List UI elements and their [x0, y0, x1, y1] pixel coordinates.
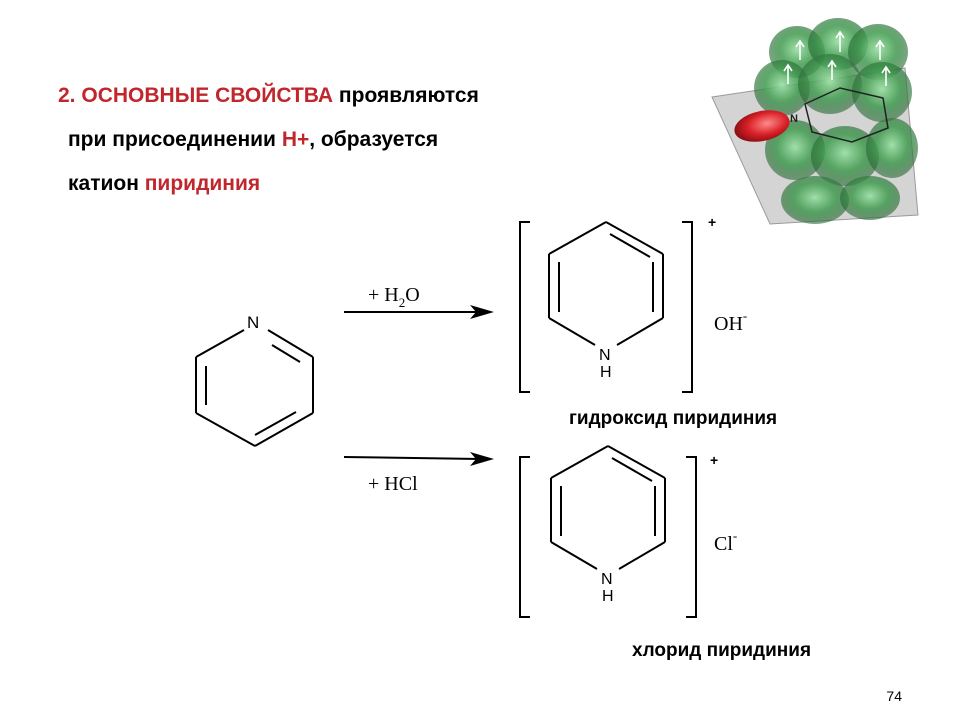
reagent-hcl: + HCl [368, 473, 418, 495]
p-orbital-arrows [783, 30, 891, 86]
slide-number: 74 [886, 688, 902, 704]
ring-outline [804, 87, 889, 143]
heading-line-2: при присоединении Н+, образуется [58, 118, 479, 162]
heading-pyridinium: пиридиния [144, 172, 261, 195]
pyridinium-ring-1 [548, 221, 664, 346]
product-2-nitrogen-label: N [601, 571, 613, 588]
chloride-ion: Cl- [714, 528, 737, 555]
product-1-charge: + [708, 214, 716, 230]
hydroxide-ion: OH- [714, 308, 747, 335]
heading-line-3-start: катион [68, 172, 145, 195]
pyridinium-ring-2 [550, 445, 666, 570]
heading-red-term: ОСНОВНЫЕ СВОЙСТВА [81, 84, 334, 107]
pi-orbital-cloud [754, 18, 918, 224]
reaction-arrow-1 [344, 305, 494, 319]
pyridine-reactant [195, 329, 314, 447]
lone-pair-orbital [734, 110, 790, 142]
product-2-hydrogen-label: H [602, 588, 614, 605]
heading-proton: Н+ [281, 128, 310, 151]
heading-line-1-rest: проявляются [333, 84, 479, 107]
heading-line-3: катион пиридиния [58, 162, 479, 206]
reaction-arrow-2 [343, 452, 494, 466]
heading-line-2-end: , образуется [309, 128, 439, 151]
illustration-nitrogen-label: N [790, 113, 798, 125]
product-1-hydrogen-label: H [600, 364, 612, 381]
product-1-name: гидроксид пиридиния [569, 408, 778, 429]
reactant-nitrogen-label: N [247, 313, 259, 332]
product-2-name: хлорид пиридиния [632, 640, 812, 661]
heading-line-2-start: при присоединении [68, 128, 282, 151]
product-2-charge: + [710, 452, 718, 468]
product-1-bracket [519, 221, 693, 393]
reagent-water: + H2O [368, 284, 420, 310]
slide-heading: 2. ОСНОВНЫЕ СВОЙСТВА проявляются при при… [58, 74, 479, 206]
orbital-illustration: N [711, 18, 919, 225]
product-1-nitrogen-label: N [599, 347, 611, 364]
product-2-bracket [519, 456, 697, 618]
heading-number: 2. [58, 84, 76, 107]
heading-line-1: 2. ОСНОВНЫЕ СВОЙСТВА проявляются [58, 74, 479, 118]
